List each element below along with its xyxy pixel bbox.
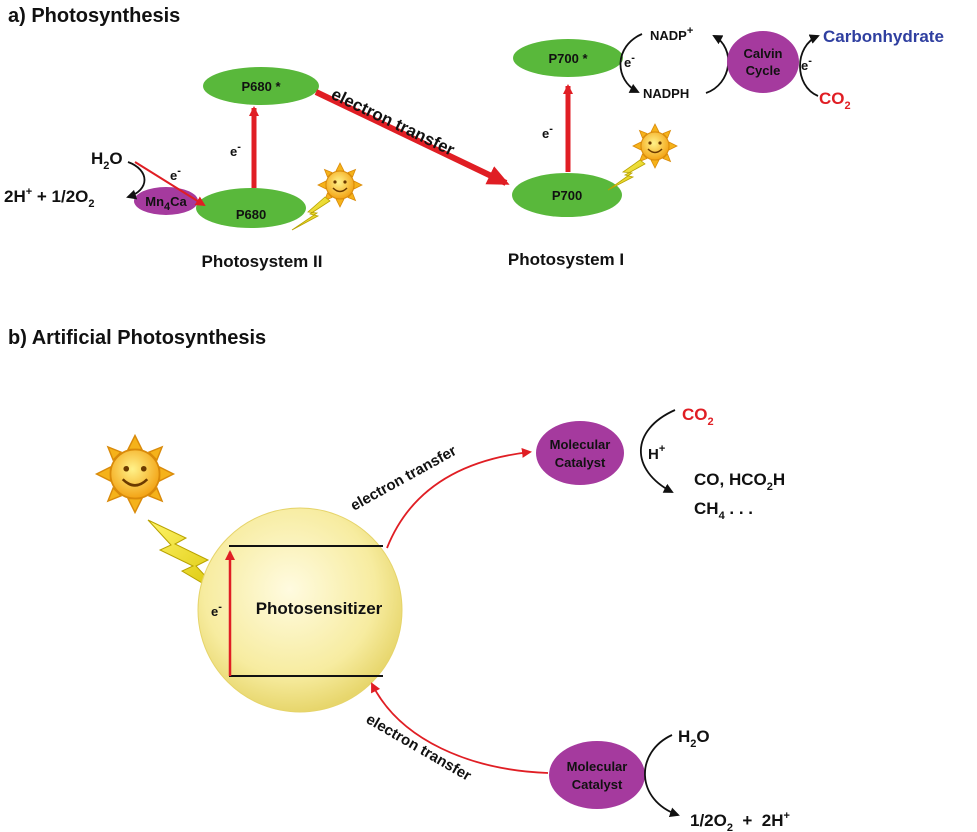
p680-label: P680: [236, 207, 266, 222]
catalyst-ellipse-bottom: [549, 741, 645, 809]
h2o-label-b: H2O: [678, 727, 710, 750]
o2-products-a: 2H+ + 1/2O2: [4, 186, 95, 210]
photosensitizer-sphere: [197, 507, 403, 713]
catalyst-ellipse-top: [536, 421, 624, 485]
nadp-reduction-arrow: [619, 33, 643, 93]
electron-transfer-arrow-top: [386, 447, 532, 549]
co2-reduction-arrow-b: [639, 409, 676, 493]
catalyst-top-line1: Molecular: [550, 437, 611, 452]
p680-ellipse: [196, 188, 306, 228]
ch4-label: CH4 . . .: [694, 499, 753, 522]
catalyst-bottom-line2: Catalyst: [572, 777, 623, 792]
h2o-label-a: H2O: [91, 149, 123, 172]
nadp-label: NADP+: [650, 25, 693, 43]
water-oxidation-arrow: [126, 161, 146, 200]
e-label-ps2: e-: [230, 141, 241, 159]
mn4ca-ellipse: [134, 187, 198, 215]
calvin-line1: Calvin: [743, 46, 782, 61]
calvin-line2: Cycle: [746, 63, 781, 78]
o2-products-b: 1/2O2 + 2H+: [690, 810, 790, 832]
photosystem-ii-label: Photosystem II: [202, 252, 323, 271]
water-oxidation-arrow-b: [644, 734, 680, 818]
catalyst-bottom-line1: Molecular: [567, 759, 628, 774]
catalyst-top-line2: Catalyst: [555, 455, 606, 470]
carbonhydrate-label: Carbonhydrate: [823, 27, 944, 46]
panel-b-title: b) Artificial Photosynthesis: [8, 327, 266, 349]
e-label-calvin: e-: [801, 55, 812, 73]
electron-transfer-label-top: electron transfer: [348, 442, 460, 514]
lightning-icon: [607, 159, 646, 191]
h-plus-label: H+: [648, 443, 665, 463]
co2-reduction-arrow-a: [799, 34, 820, 97]
photosystem-i-label: Photosystem I: [508, 250, 624, 269]
sun-icon: [95, 434, 175, 514]
co2-label-a: CO2: [819, 89, 851, 112]
p700-label: P700: [552, 188, 582, 203]
electron-transfer-label-bottom: electron transfer: [363, 711, 474, 785]
p700-ellipse: [512, 173, 622, 217]
photosensitizer-label: Photosensitizer: [256, 599, 383, 618]
p700-star-label: P700 *: [548, 51, 588, 66]
p680-star-label: P680 *: [241, 79, 281, 94]
water-electron-arrow: [134, 161, 206, 207]
panel-a-title: a) Photosynthesis: [8, 5, 180, 27]
co-products-label: CO, HCO2H: [694, 470, 785, 493]
e-label-b: e-: [211, 601, 222, 619]
calvin-cycle-ellipse: [727, 31, 799, 93]
p680-star-ellipse: [203, 67, 319, 105]
e-label-ps1: e-: [542, 123, 553, 141]
mn4ca-label: Mn4Ca: [145, 194, 187, 213]
nadph-oxidation-arrow: [705, 35, 730, 94]
nadph-label: NADPH: [643, 86, 689, 101]
co2-label-b: CO2: [682, 405, 714, 428]
lightning-icon: [291, 196, 331, 231]
electron-transfer-label-a: electron transfer: [328, 84, 458, 159]
e-label-water: e-: [170, 165, 181, 183]
electron-transfer-arrow-bottom: [371, 682, 549, 774]
p700-star-ellipse: [513, 39, 623, 77]
electron-transfer-arrow-a: [314, 89, 510, 186]
e-label-nadp: e-: [624, 52, 635, 70]
